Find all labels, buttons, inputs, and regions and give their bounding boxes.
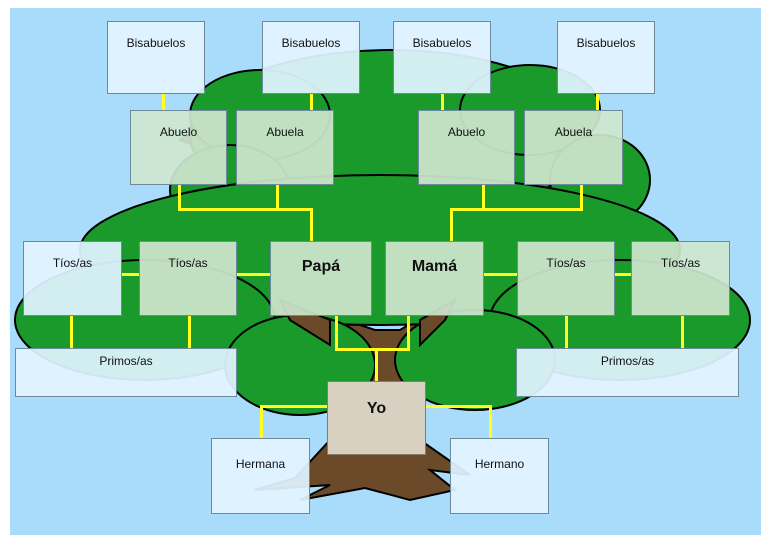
grandparent-label: Abuela (266, 125, 304, 139)
connector-line (178, 208, 313, 211)
uncles-aunts-box: Tíos/as (517, 241, 615, 316)
mother-box: Mamá (385, 241, 484, 316)
uncles-aunts-label: Tíos/as (52, 256, 93, 270)
connector-line (681, 316, 684, 350)
connector-line (375, 348, 378, 382)
great-grandparents-box: Bisabuelos (262, 21, 360, 94)
grandparent-label: Abuelo (447, 125, 486, 139)
connector-line (580, 184, 583, 210)
mother-label: Mamá (411, 258, 458, 275)
great-grandparents-label: Bisabuelos (412, 36, 472, 50)
connector-line (565, 316, 568, 350)
connector-line (178, 184, 181, 210)
great-grandparents-label: Bisabuelos (281, 36, 341, 50)
connector-line (425, 405, 492, 408)
grandmother-box: Abuela (236, 110, 334, 185)
sibling-label: Hermano (474, 457, 525, 471)
connector-line (260, 405, 263, 440)
connector-line (70, 316, 73, 350)
connector-line (310, 93, 313, 111)
cousins-box: Primos/as (15, 348, 237, 397)
self-box: Yo (327, 381, 426, 455)
connector-line (276, 184, 279, 210)
connector-line (450, 208, 583, 211)
connector-line (407, 316, 410, 350)
sibling-label: Hermana (235, 457, 286, 471)
father-box: Papá (270, 241, 372, 316)
brother-box: Hermano (450, 438, 549, 514)
great-grandparents-box: Bisabuelos (557, 21, 655, 94)
great-grandparents-box: Bisabuelos (107, 21, 205, 94)
connector-line (483, 273, 518, 276)
connector-line (482, 184, 485, 210)
grandparent-label: Abuela (554, 125, 593, 139)
connector-line (236, 273, 271, 276)
cousins-label: Primos/as (600, 354, 655, 368)
father-label: Papá (301, 258, 341, 275)
connector-line (122, 273, 140, 276)
great-grandparents-label: Bisabuelos (126, 36, 186, 50)
sister-box: Hermana (211, 438, 310, 514)
uncles-aunts-label: Tíos/as (168, 256, 208, 270)
grandparent-label: Abuelo (159, 125, 198, 139)
uncles-aunts-label: Tíos/as (660, 256, 701, 270)
connector-line (310, 208, 313, 242)
connector-line (596, 93, 599, 111)
great-grandparents-box: Bisabuelos (393, 21, 491, 94)
connector-line (260, 405, 328, 408)
self-label: Yo (366, 400, 387, 417)
uncles-aunts-box: Tíos/as (631, 241, 730, 316)
grandfather-box: Abuelo (130, 110, 227, 185)
connector-line (450, 208, 453, 242)
connector-line (188, 316, 191, 350)
connector-line (162, 93, 165, 111)
cousins-box: Primos/as (516, 348, 739, 397)
cousins-label: Primos/as (99, 354, 153, 368)
connector-line (335, 348, 410, 351)
grandmother-box: Abuela (524, 110, 623, 185)
connector-line (614, 273, 632, 276)
connector-line (489, 405, 492, 440)
grandfather-box: Abuelo (418, 110, 515, 185)
great-grandparents-label: Bisabuelos (576, 36, 636, 50)
uncles-aunts-box: Tíos/as (23, 241, 122, 316)
uncles-aunts-box: Tíos/as (139, 241, 237, 316)
uncles-aunts-label: Tíos/as (546, 256, 586, 270)
connector-line (335, 316, 338, 350)
connector-line (441, 93, 444, 111)
